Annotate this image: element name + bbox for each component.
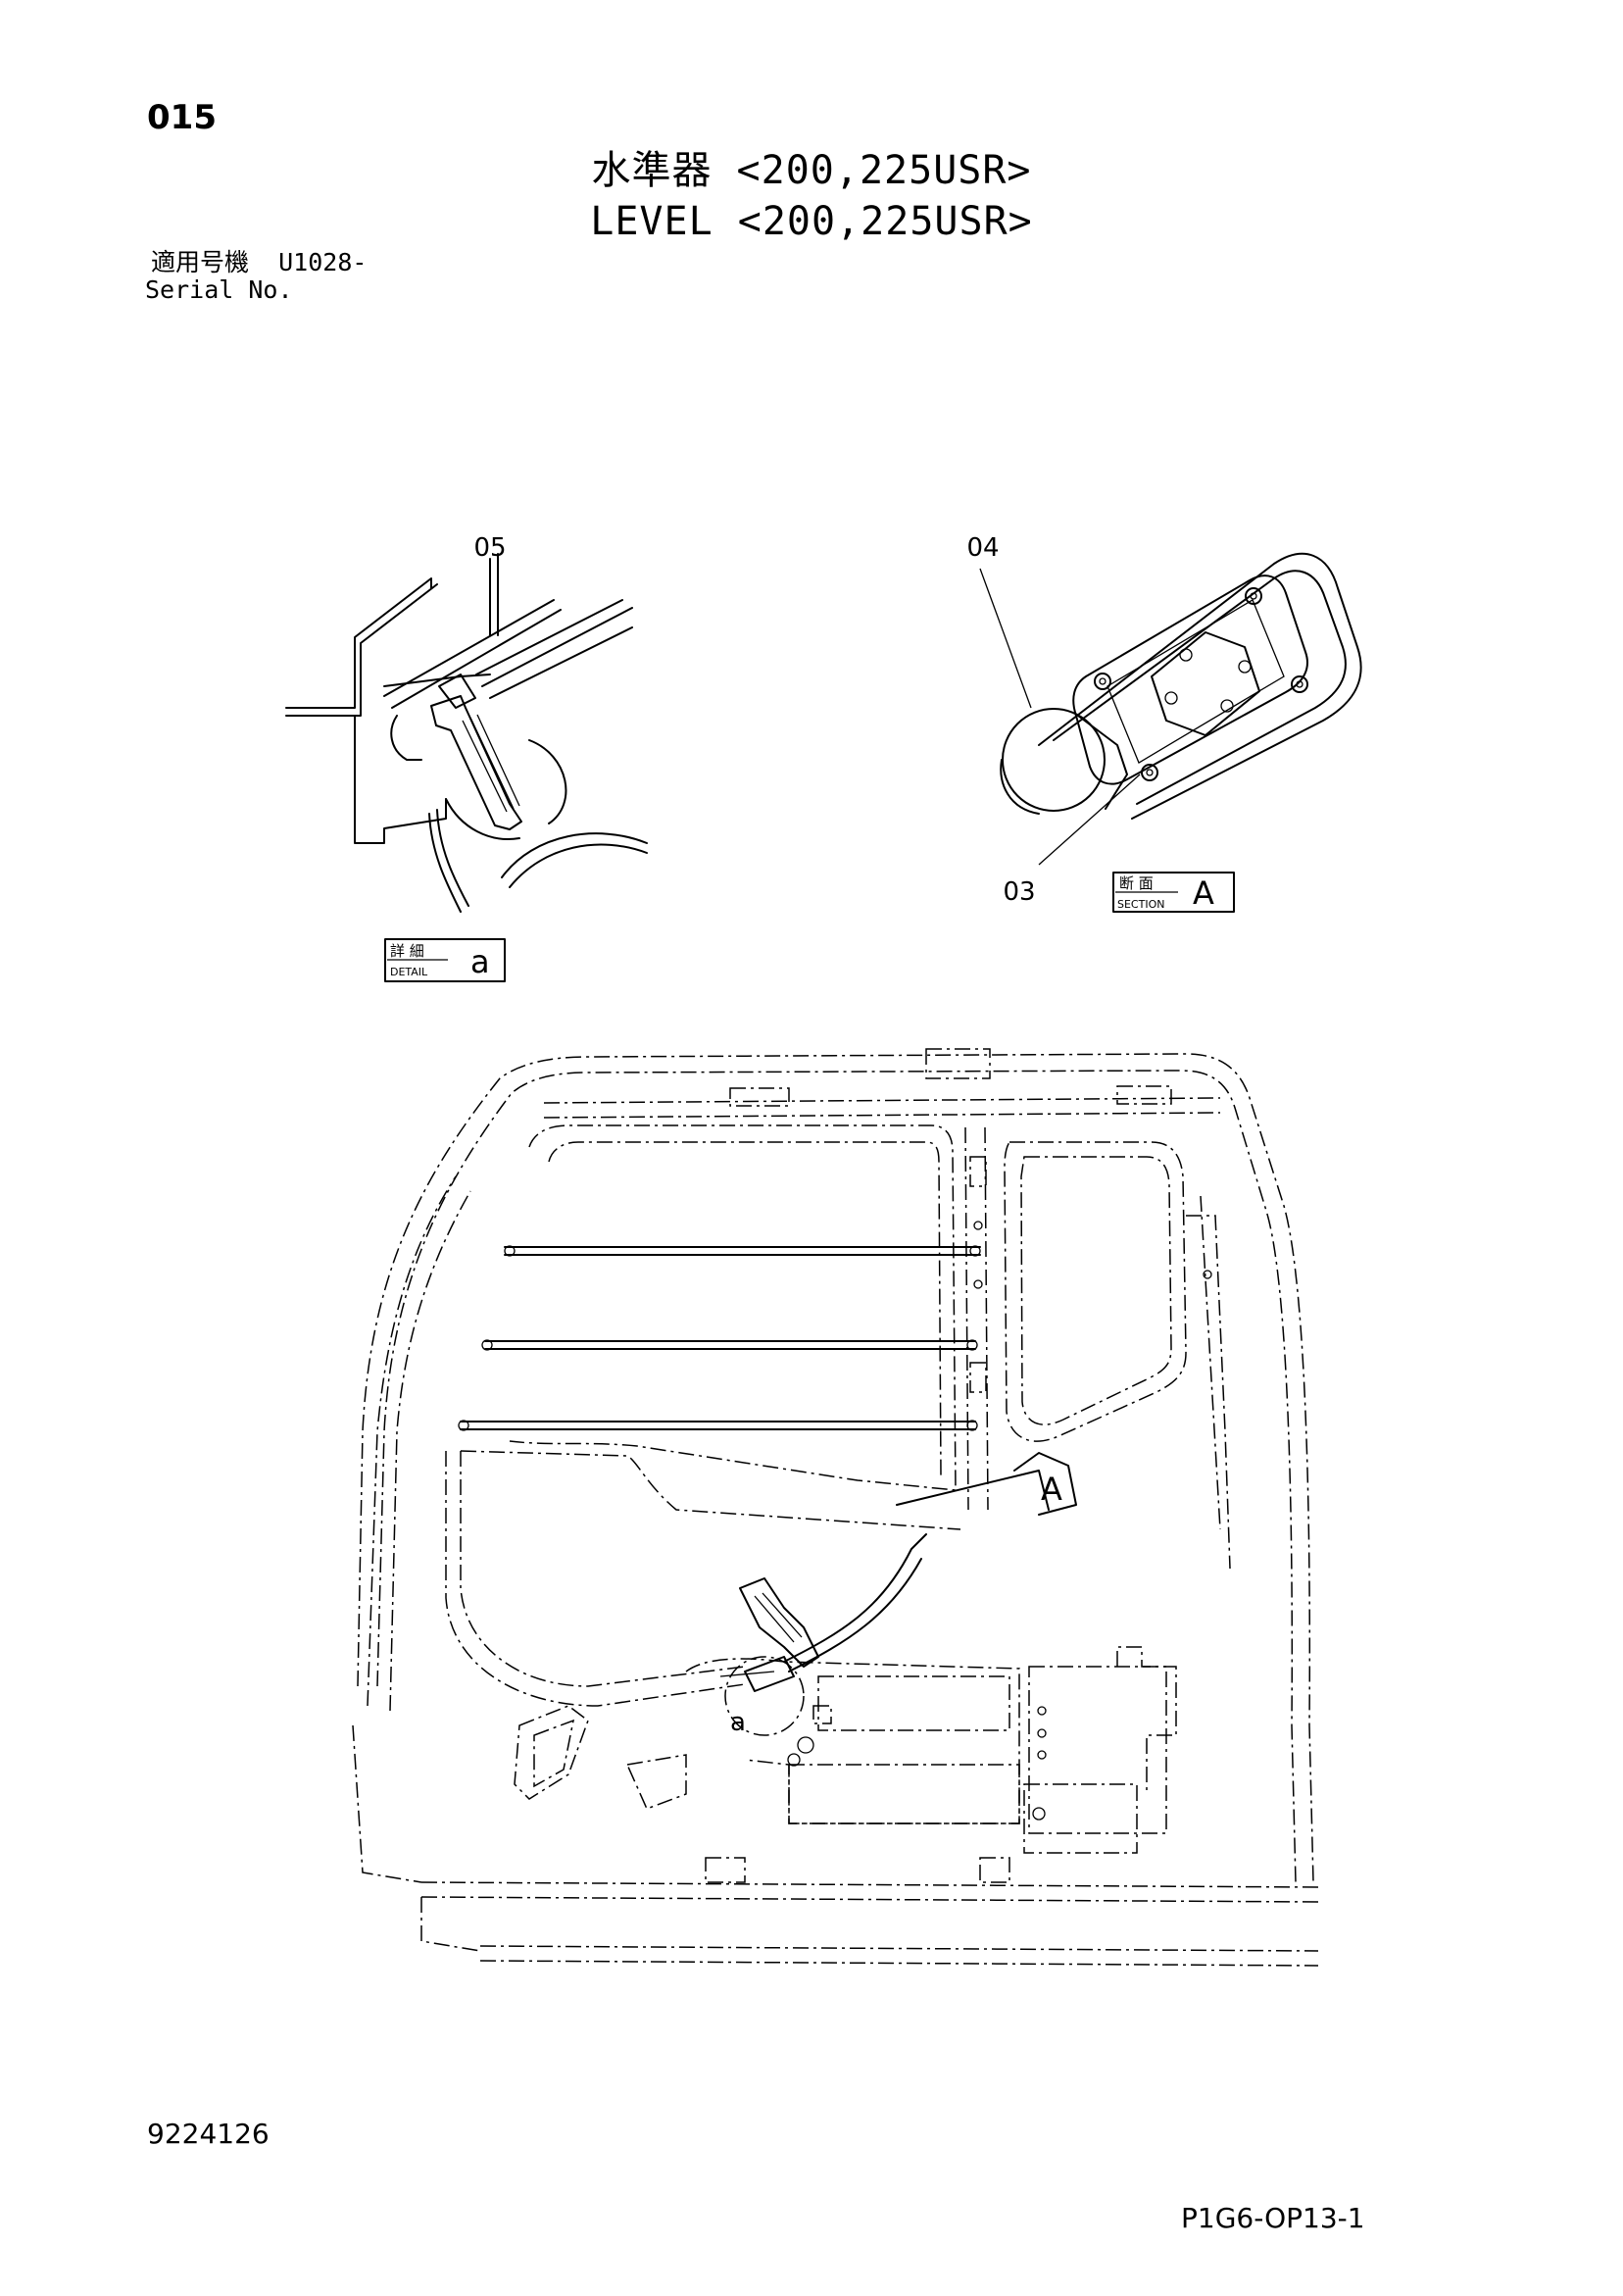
section-box-en: SECTION (1117, 898, 1164, 911)
title-block: 水準器 <200,225USR> LEVEL <200,225USR> (0, 145, 1623, 247)
main-view (352, 1048, 1319, 1967)
section-a-view (979, 552, 1362, 866)
detail-box: 詳 細 DETAIL a (384, 938, 506, 982)
page-number: 015 (147, 98, 217, 137)
detail-a-view (285, 553, 648, 913)
serial-label-jp: 適用号機 (151, 248, 250, 276)
detail-box-jp: 詳 細 (390, 942, 424, 960)
callout-05: 05 (473, 533, 506, 563)
serial-row-jp: 適用号機 U1028- (151, 249, 367, 276)
title-japanese: 水準器 <200,225USR> (591, 148, 1032, 193)
section-cut-marker: A (896, 1452, 1077, 1516)
section-box-ref: A (1193, 874, 1214, 912)
serial-value: U1028- (278, 248, 368, 276)
serial-label-en: Serial No. (145, 275, 293, 304)
section-box-jp: 断 面 (1119, 874, 1154, 892)
section-cut-ref: A (1041, 1471, 1062, 1508)
detail-box-en: DETAIL (390, 966, 428, 978)
callout-04: 04 (966, 533, 999, 563)
section-box: 断 面 SECTION A (1112, 872, 1235, 913)
callout-03: 03 (1003, 877, 1035, 907)
detail-box-ref: a (470, 943, 490, 980)
title-english: LEVEL <200,225USR> (590, 199, 1033, 244)
sheet-code: P1G6-OP13-1 (1181, 2202, 1365, 2234)
document-number: 9224126 (147, 2118, 270, 2150)
detail-ref-a: a (730, 1708, 746, 1737)
serial-block: 適用号機 U1028- Serial No. (145, 249, 367, 304)
